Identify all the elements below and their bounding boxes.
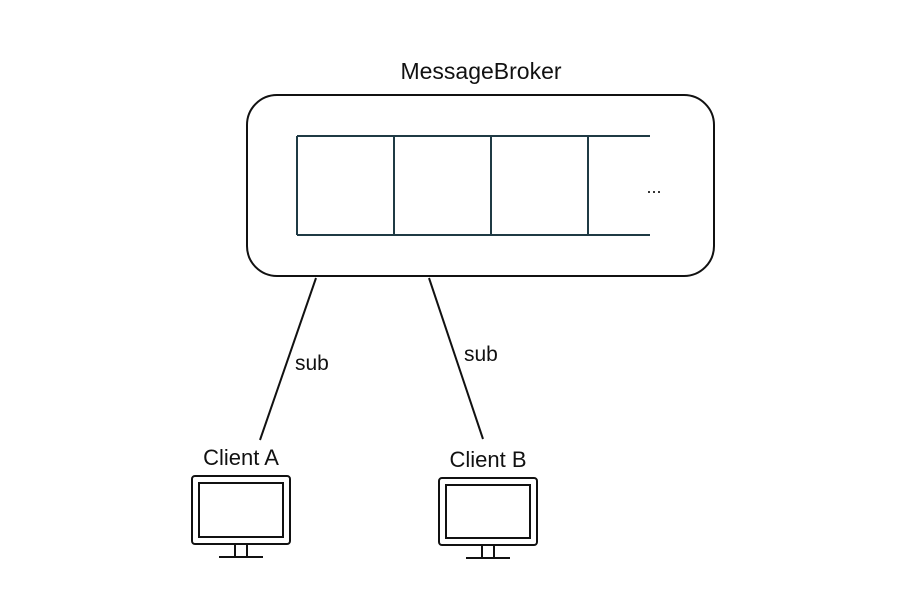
broker-container [246,94,715,277]
edge-label-client-b: sub [464,343,498,366]
message-queue [296,135,650,236]
edge-client-b [428,277,484,440]
client-b-monitor-icon [438,477,538,559]
edge-client-a [259,277,317,441]
client-a-monitor-icon [191,475,291,558]
client-a-label: Client A [203,445,279,470]
queue-ellipsis: ... [646,177,661,197]
broker-title: MessageBroker [400,58,561,84]
client-b-label: Client B [449,447,526,472]
edge-label-client-a: sub [295,352,329,375]
